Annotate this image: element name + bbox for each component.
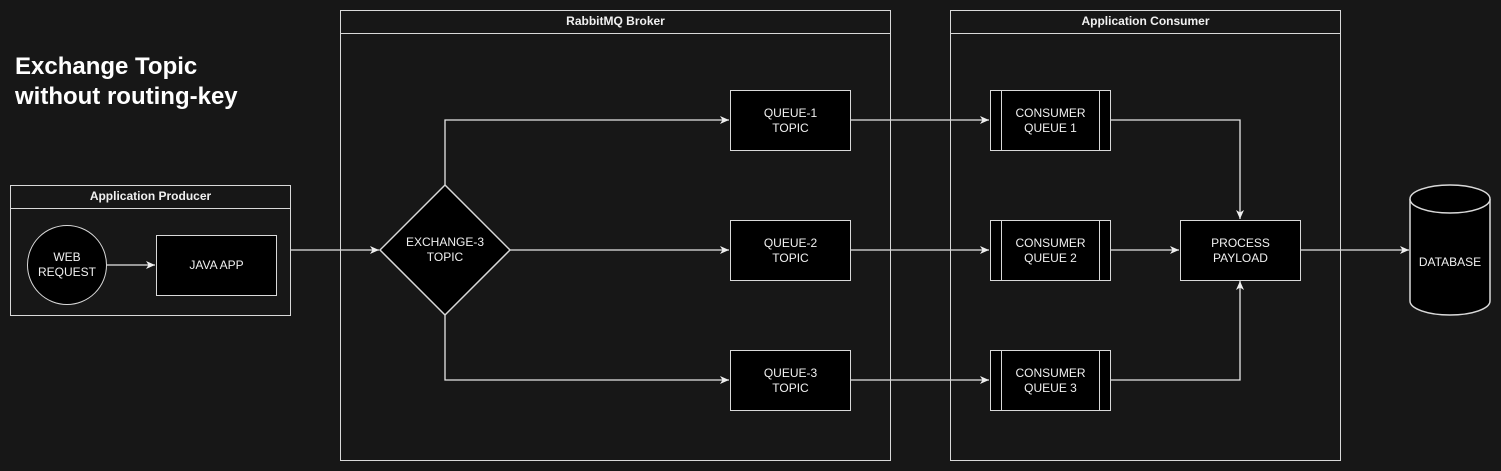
exchange-diamond: [378, 183, 512, 317]
title-line-1: Exchange Topic: [15, 53, 198, 80]
database-text: DATABASE: [1418, 254, 1482, 269]
web-request-node: WEB REQUEST: [27, 225, 107, 305]
queue-1-line-1: QUEUE-1: [763, 105, 818, 120]
database-label: DATABASE: [1410, 250, 1490, 274]
consumer-1-line-1: CONSUMER: [1015, 105, 1086, 120]
exchange-line-1: EXCHANGE-3: [405, 235, 485, 249]
web-request-line-1: WEB: [53, 250, 81, 264]
consumer-queue-1-node: CONSUMER QUEUE 1: [990, 90, 1111, 151]
queue-1-node: QUEUE-1 TOPIC: [730, 90, 851, 151]
queue-1-line-2: TOPIC: [772, 120, 809, 135]
web-request-line-2: REQUEST: [37, 265, 96, 279]
consumer-queue-2-node: CONSUMER QUEUE 2: [990, 220, 1111, 281]
process-line-2: PAYLOAD: [1213, 250, 1268, 265]
process-line-1: PROCESS: [1211, 235, 1270, 250]
consumer-2-line-1: CONSUMER: [1015, 235, 1086, 250]
arrow-consumer1-to-process: [1111, 119, 1244, 219]
exchange-label: EXCHANGE-3 TOPIC: [385, 225, 505, 275]
queue-2-node: QUEUE-2 TOPIC: [730, 220, 851, 281]
queue-3-node: QUEUE-3 TOPIC: [730, 350, 851, 411]
exchange-line-2: TOPIC: [426, 250, 464, 264]
broker-group: RabbitMQ Broker: [340, 10, 891, 461]
diagram-title: Exchange Topic without routing-key: [15, 52, 238, 112]
queue-2-line-2: TOPIC: [772, 250, 809, 265]
consumer-queue-3-node: CONSUMER QUEUE 3: [990, 350, 1111, 411]
database-cylinder: [1409, 184, 1491, 316]
consumer-group: Application Consumer: [950, 10, 1341, 461]
consumer-3-line-1: CONSUMER: [1015, 365, 1086, 380]
java-app-node: JAVA APP: [156, 235, 277, 296]
producer-group: Application Producer: [10, 185, 291, 316]
process-payload-node: PROCESS PAYLOAD: [1180, 220, 1301, 281]
queue-2-line-1: QUEUE-2: [763, 235, 818, 250]
queue-3-line-1: QUEUE-3: [763, 365, 818, 380]
consumer-3-line-2: QUEUE 3: [1024, 380, 1077, 395]
arrow-exchange-to-queue1: [444, 116, 729, 185]
title-line-2: without routing-key: [15, 83, 238, 110]
consumer-1-line-2: QUEUE 1: [1024, 120, 1077, 135]
broker-header: RabbitMQ Broker: [341, 11, 890, 34]
arrow-exchange-to-queue3: [444, 315, 729, 384]
arrow-consumer3-to-process: [1111, 281, 1244, 381]
java-app-label: JAVA APP: [189, 258, 244, 272]
consumer-2-line-2: QUEUE 2: [1024, 250, 1077, 265]
queue-3-line-2: TOPIC: [772, 380, 809, 395]
producer-header: Application Producer: [11, 186, 290, 209]
consumer-header: Application Consumer: [951, 11, 1340, 34]
